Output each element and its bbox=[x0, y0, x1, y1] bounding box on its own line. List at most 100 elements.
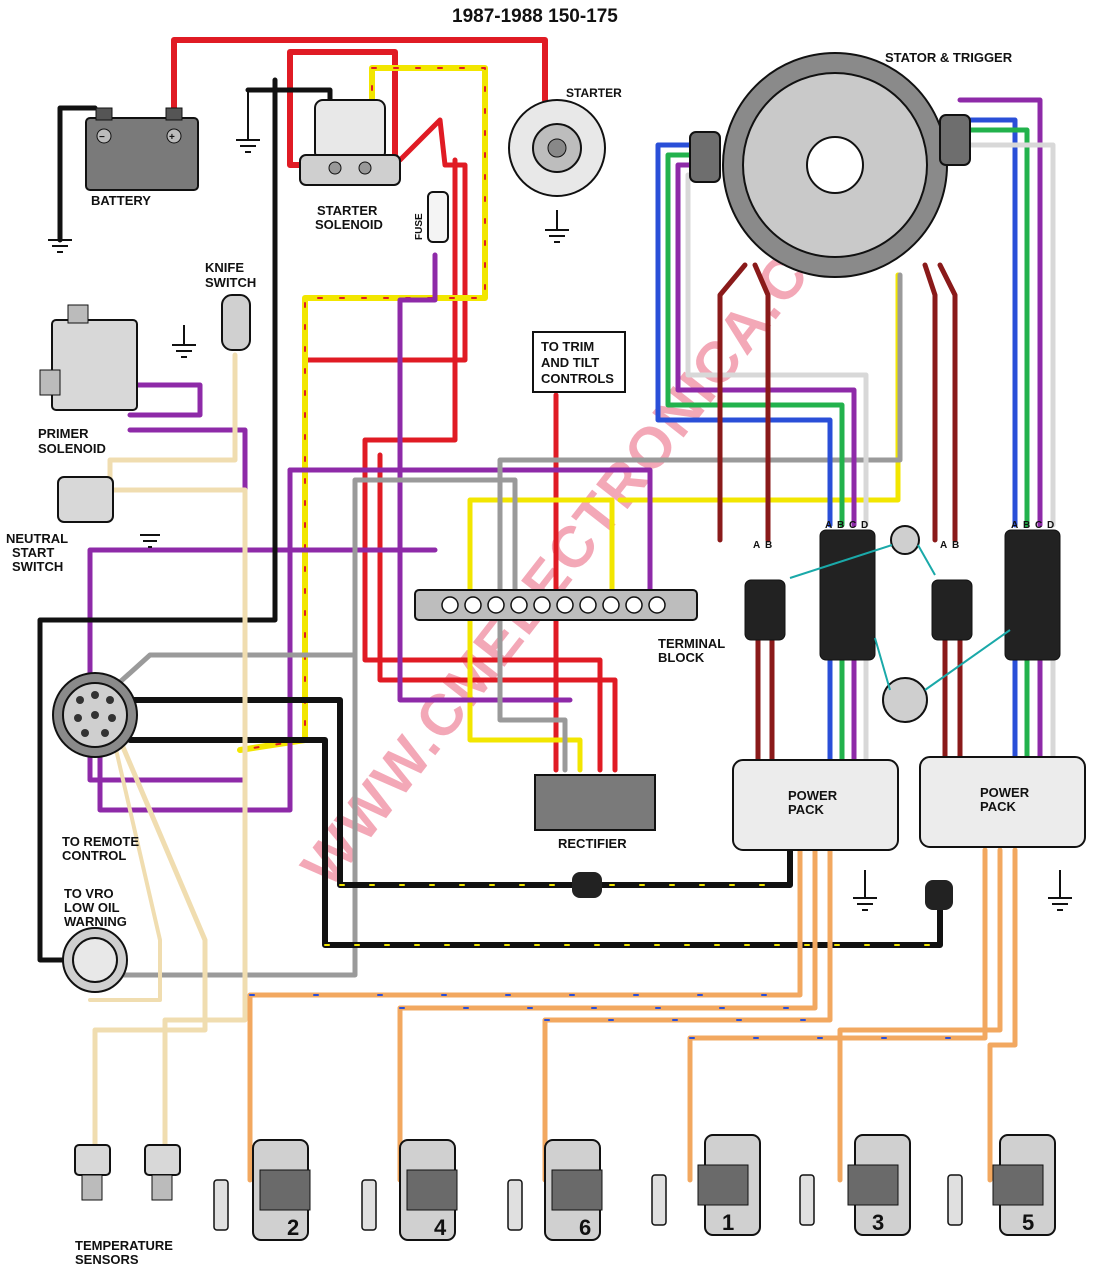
starter-solenoid-label-2: SOLENOID bbox=[315, 217, 383, 232]
knife-switch-label-2: SWITCH bbox=[205, 275, 256, 290]
wire-brown-right-b bbox=[937, 262, 958, 543]
coil-1-number: 1 bbox=[722, 1210, 734, 1235]
temperature-sensors: TEMPERATURE SENSORS bbox=[74, 1144, 181, 1267]
wire-brown-right-a bbox=[922, 262, 938, 543]
terminal-block-label-1: TERMINAL bbox=[658, 636, 725, 651]
coil-5: 5 bbox=[992, 1134, 1056, 1236]
wire-orange-coil2 bbox=[247, 847, 803, 1183]
knife-switch-label-1: KNIFE bbox=[205, 260, 244, 275]
ground-symbols bbox=[48, 90, 1072, 911]
vro-label-3: WARNING bbox=[64, 914, 127, 929]
coil-6: 6 bbox=[544, 1139, 603, 1241]
power-pack-left-label-1: POWER bbox=[788, 788, 838, 803]
pin-right2-d: D bbox=[1047, 520, 1054, 531]
power-pack-left-label-2: PACK bbox=[788, 802, 824, 817]
pin-left2-b: B bbox=[837, 520, 844, 531]
coil-4-number: 4 bbox=[434, 1215, 447, 1240]
wire-gray-3 bbox=[97, 652, 358, 703]
wire-orange-coil6 bbox=[542, 847, 833, 1183]
stator-label: STATOR & TRIGGER bbox=[885, 50, 1013, 65]
temp-sensor-1 bbox=[74, 1144, 111, 1201]
fuse-label: FUSE bbox=[414, 213, 425, 240]
wire-purple-remote bbox=[97, 467, 293, 813]
wire-purple-right bbox=[957, 97, 1043, 528]
wire-tan-1 bbox=[107, 487, 248, 1148]
wire-green-left bbox=[665, 152, 845, 528]
wire-brown-left-a bbox=[717, 262, 748, 543]
pin-right-b: B bbox=[952, 540, 959, 551]
coil-3-number: 3 bbox=[872, 1210, 884, 1235]
wire-tan-2 bbox=[92, 737, 208, 1148]
wire-purple-left bbox=[675, 162, 857, 528]
coil-1: 1 bbox=[697, 1134, 761, 1236]
wire-yellow-stripe bbox=[239, 67, 486, 751]
starter-solenoid: STARTER SOLENOID bbox=[299, 99, 401, 232]
terminal-block-label-2: BLOCK bbox=[658, 650, 705, 665]
coil-6-number: 6 bbox=[579, 1215, 591, 1240]
neutral-switch-label-1: NEUTRAL bbox=[6, 531, 68, 546]
battery-label: BATTERY bbox=[91, 193, 151, 208]
wire-black-battery bbox=[57, 105, 98, 243]
remote-control-label-1: TO REMOTE bbox=[62, 834, 139, 849]
power-pack-right: POWER PACK bbox=[919, 756, 1086, 848]
wire-gray-2 bbox=[97, 477, 518, 978]
wire-purple-loop bbox=[287, 467, 653, 603]
pin-left-b: B bbox=[765, 540, 772, 551]
coil-2: 2 bbox=[252, 1139, 311, 1241]
wire-tan-3 bbox=[88, 743, 162, 1002]
wire-purple-main bbox=[87, 427, 438, 783]
starter-motor: STARTER bbox=[508, 86, 622, 197]
stator-trigger: STATOR & TRIGGER bbox=[689, 50, 1013, 278]
trim-label-1: TO TRIM bbox=[541, 339, 594, 354]
wire-orange-coil5 bbox=[987, 847, 1018, 1183]
trim-label-3: CONTROLS bbox=[541, 371, 614, 386]
wire-tan-knife bbox=[107, 352, 238, 493]
rectifier: RECTIFIER bbox=[534, 774, 656, 851]
trim-label-2: AND TILT bbox=[541, 355, 599, 370]
pin-right2-a: A bbox=[1011, 520, 1018, 531]
ignition-coils: 2 4 6 1 3 5 bbox=[252, 1134, 1056, 1241]
wire-red-battery-starter bbox=[171, 37, 548, 111]
pin-left2-a: A bbox=[825, 520, 832, 531]
terminal-block: TERMINAL BLOCK bbox=[414, 589, 725, 665]
neutral-switch-label-2: START bbox=[12, 545, 54, 560]
remote-control-label-2: CONTROL bbox=[62, 848, 126, 863]
remote-control-connector: TO REMOTE CONTROL bbox=[52, 672, 139, 863]
wire-gray-rect bbox=[497, 597, 568, 773]
wire-black-long bbox=[37, 77, 278, 963]
power-pack-right-label-2: PACK bbox=[980, 799, 1016, 814]
wire-yellow-rect-2 bbox=[467, 597, 583, 773]
fuse: FUSE bbox=[414, 191, 449, 243]
vro-label-1: TO VRO bbox=[64, 886, 114, 901]
wire-black-harness-stripe bbox=[324, 884, 941, 946]
pin-right-a: A bbox=[940, 540, 947, 551]
starter-label: STARTER bbox=[566, 86, 622, 100]
pin-right2-c: C bbox=[1035, 520, 1042, 531]
temp-sensors-label-2: SENSORS bbox=[75, 1252, 139, 1267]
power-pack-right-label-1: POWER bbox=[980, 785, 1030, 800]
wire-purple-primer bbox=[127, 382, 203, 418]
wire-pp-left-a bbox=[755, 637, 775, 763]
temp-sensor-2 bbox=[144, 1144, 181, 1201]
svg-text:−: − bbox=[99, 132, 105, 143]
battery: − + BATTERY bbox=[85, 107, 199, 208]
wire-white-right bbox=[957, 142, 1056, 528]
primer-solenoid-label-2: SOLENOID bbox=[38, 441, 106, 456]
svg-text:+: + bbox=[169, 132, 175, 143]
temp-sensors-label-1: TEMPERATURE bbox=[75, 1238, 173, 1253]
coil-2-number: 2 bbox=[287, 1215, 299, 1240]
wire-yellow-rect bbox=[467, 497, 615, 603]
coil-4: 4 bbox=[399, 1139, 458, 1241]
wire-purple-fuse bbox=[397, 252, 573, 703]
coil-5-number: 5 bbox=[1022, 1210, 1034, 1235]
rectifier-label: RECTIFIER bbox=[558, 836, 627, 851]
wire-orange-coil4 bbox=[397, 847, 818, 1183]
primer-solenoid-label-1: PRIMER bbox=[38, 426, 89, 441]
wire-brown-left-b bbox=[752, 262, 771, 543]
starter-solenoid-label-1: STARTER bbox=[317, 203, 378, 218]
stator-connectors: A B A B C D A B A B C D bbox=[744, 520, 1061, 723]
pin-left2-d: D bbox=[861, 520, 868, 531]
pin-right2-b: B bbox=[1023, 520, 1030, 531]
vro-connector: TO VRO LOW OIL WARNING bbox=[62, 886, 128, 993]
neutral-start-switch: NEUTRAL START SWITCH bbox=[6, 476, 114, 574]
